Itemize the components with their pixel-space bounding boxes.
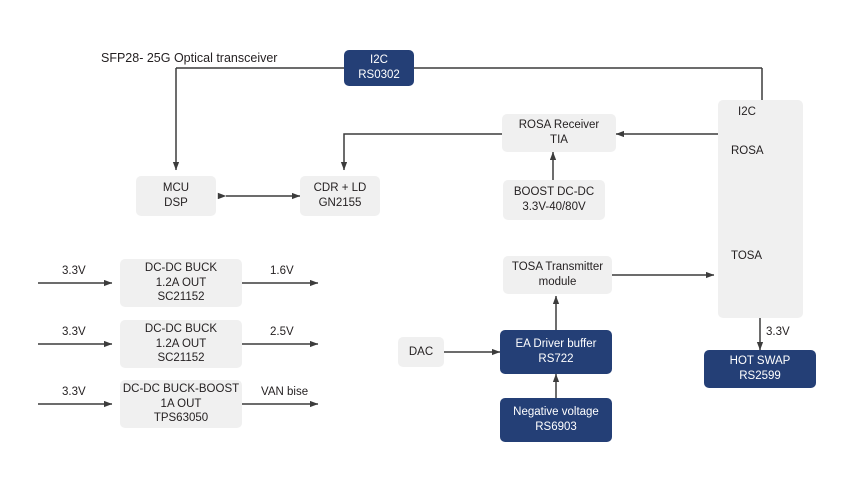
block-negative-voltage-line-2: RS6903 [535, 421, 577, 433]
label-rail3-in: 3.3V [62, 386, 86, 398]
block-cdr-ld-line-2: GN2155 [318, 197, 362, 209]
block-mcu-dsp[interactable]: MCU DSP [136, 176, 216, 216]
diagram-title: SFP28- 25G Optical transceiver [101, 51, 278, 65]
block-dac[interactable]: DAC [398, 337, 444, 367]
label-rail3-out: VAN bise [261, 386, 309, 398]
block-dcdc-buck-2-line-2: 1.2A OUT [155, 337, 207, 350]
block-boost-dcdc-line-2: 3.3V-40/80V [522, 201, 586, 213]
block-cdr-ld-line-1: CDR + LD [313, 182, 367, 195]
block-rosa-receiver-line-1: ROSA Receiver [518, 119, 600, 132]
connector-port-i2c: I2C [738, 106, 756, 118]
block-negative-voltage-line-1: Negative voltage [513, 406, 599, 419]
block-dcdc-buck-boost-line-3: TPS63050 [153, 412, 209, 425]
block-dcdc-buck-2-line-3: SC21152 [157, 352, 205, 365]
block-i2c-rs0302-line-1: I2C [370, 54, 388, 67]
block-i2c-rs0302-line-2: RS0302 [358, 69, 400, 81]
block-cdr-ld[interactable]: CDR + LD GN2155 [300, 176, 380, 216]
block-hot-swap-line-1: HOT SWAP [729, 355, 791, 368]
label-rail1-in: 3.3V [62, 265, 86, 277]
block-hot-swap-line-2: RS2599 [739, 370, 781, 382]
block-hot-swap[interactable]: HOT SWAP RS2599 [704, 350, 816, 388]
block-boost-dcdc[interactable]: BOOST DC-DC 3.3V-40/80V [503, 180, 605, 220]
block-i2c-rs0302[interactable]: I2C RS0302 [344, 50, 414, 86]
label-hotswap-in: 3.3V [766, 326, 790, 338]
block-dcdc-buck-boost-line-2: 1A OUT [160, 397, 202, 410]
optical-connector-module[interactable] [718, 100, 803, 318]
block-dac-line-1: DAC [408, 345, 434, 358]
block-negative-voltage[interactable]: Negative voltage RS6903 [500, 398, 612, 442]
block-dcdc-buck-boost[interactable]: DC-DC BUCK-BOOST 1A OUT TPS63050 [120, 380, 242, 428]
block-dcdc-buck-2[interactable]: DC-DC BUCK 1.2A OUT SC21152 [120, 320, 242, 368]
block-tosa-transmitter-line-2: module [538, 276, 577, 288]
block-dcdc-buck-1-line-3: SC21152 [157, 291, 205, 304]
block-ea-driver-line-1: EA Driver buffer [515, 338, 597, 351]
block-ea-driver-line-2: RS722 [538, 353, 574, 365]
block-mcu-dsp-line-1: MCU [162, 182, 190, 195]
block-dcdc-buck-1-line-1: DC-DC BUCK [144, 261, 218, 274]
connector-port-tosa: TOSA [731, 250, 763, 262]
block-rosa-receiver-tia[interactable]: ROSA Receiver TIA [502, 114, 616, 152]
wire-tia-to-cdr [340, 133, 502, 171]
block-dcdc-buck-2-line-1: DC-DC BUCK [144, 322, 218, 335]
block-tosa-transmitter[interactable]: TOSA Transmitter module [503, 256, 612, 294]
label-rail2-out: 2.5V [270, 326, 294, 338]
block-boost-dcdc-line-1: BOOST DC-DC [513, 186, 595, 199]
block-dcdc-buck-boost-line-1: DC-DC BUCK-BOOST [122, 382, 240, 395]
label-rail2-in: 3.3V [62, 326, 86, 338]
block-tosa-transmitter-line-1: TOSA Transmitter [511, 261, 604, 274]
block-rosa-receiver-line-2: TIA [550, 134, 568, 146]
block-dcdc-buck-1[interactable]: DC-DC BUCK 1.2A OUT SC21152 [120, 259, 242, 307]
block-mcu-dsp-line-2: DSP [164, 197, 188, 209]
connector-port-rosa: ROSA [731, 145, 764, 157]
block-ea-driver-buffer[interactable]: EA Driver buffer RS722 [500, 330, 612, 374]
block-dcdc-buck-1-line-2: 1.2A OUT [155, 276, 207, 289]
label-rail1-out: 1.6V [270, 265, 294, 277]
